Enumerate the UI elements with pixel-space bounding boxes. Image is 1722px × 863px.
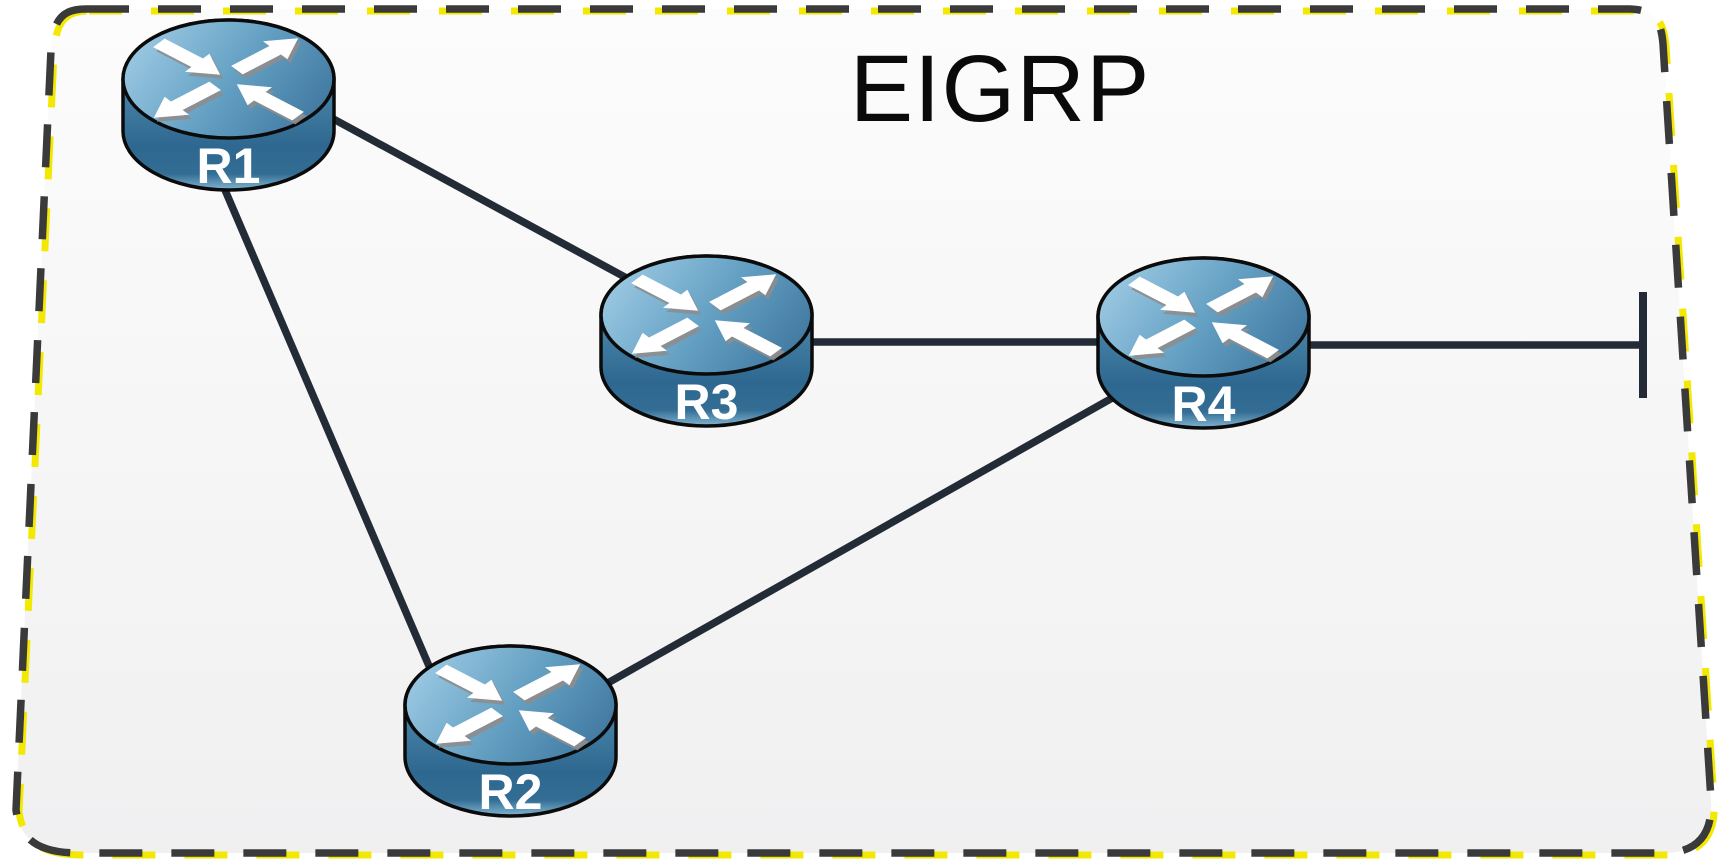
router-r2: R2 — [405, 646, 616, 820]
router-label-r4: R4 — [1172, 376, 1236, 432]
router-label-r3: R3 — [675, 374, 739, 430]
link-r1-r2 — [206, 153, 454, 717]
router-r1: R1 — [123, 20, 334, 194]
eigrp-domain-border — [12, 5, 1715, 857]
router-label-r1: R1 — [197, 138, 261, 194]
eigrp-domain-fill — [16, 9, 1712, 853]
router-label-r2: R2 — [479, 764, 543, 820]
router-r3: R3 — [601, 256, 812, 430]
diagram-title: EIGRP — [849, 36, 1151, 142]
link-r2-r4 — [558, 367, 1162, 714]
router-r4: R4 — [1098, 258, 1309, 432]
